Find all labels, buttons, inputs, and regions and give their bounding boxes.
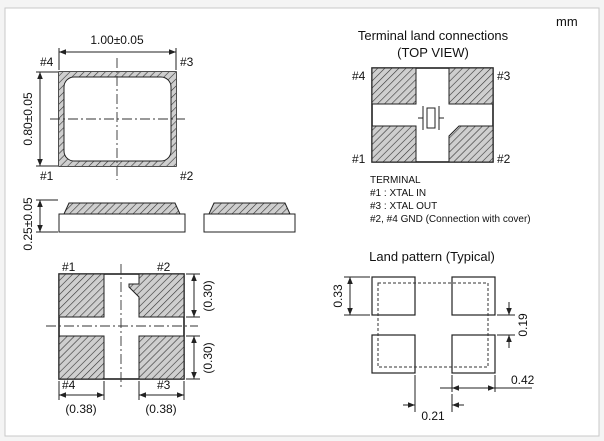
- terminal-pin-1: #1: [352, 152, 366, 166]
- bottom-pin-2: #2: [157, 260, 171, 274]
- terminal-legend-line: #3 : XTAL OUT: [370, 201, 437, 212]
- top-pin-1: #1: [40, 169, 54, 183]
- land-dim-gap-horizontal: 0.21: [421, 409, 445, 423]
- bottom-view: #1 #2 #4 #3 (0.30) (0.30) (0.38) (0.38): [46, 260, 215, 416]
- terminal-legend-line: #2, #4 GND (Connection with cover): [370, 214, 531, 225]
- land-pattern-title: Land pattern (Typical): [369, 249, 495, 264]
- bottom-pad-height-lower: (0.30): [201, 342, 215, 373]
- bottom-pad-3: [138, 335, 185, 380]
- top-height-dim: 0.80±0.05: [21, 92, 35, 146]
- terminal-title-line1: Terminal land connections: [358, 28, 509, 43]
- bottom-pad-2: [128, 273, 185, 318]
- side-view: 0.25±0.05: [21, 197, 296, 251]
- land-pattern: Land pattern (Typical) 0.33 0.19 0.42 0.…: [331, 249, 535, 423]
- crystal-symbol: [418, 106, 444, 130]
- land-dim-gap-vertical: 0.19: [516, 313, 530, 337]
- land-package-outline: [377, 282, 489, 368]
- top-view: 1.00±0.05 0.80±0.05 #4 #3 #1 #2: [21, 33, 194, 183]
- terminal-pad-1: [371, 125, 417, 163]
- bottom-pad-1: [58, 273, 105, 318]
- terminal-pad-4: [371, 67, 417, 105]
- top-pin-4: #4: [40, 55, 54, 69]
- top-pin-3: #3: [180, 55, 194, 69]
- terminal-title-line2: (TOP VIEW): [397, 45, 469, 60]
- terminal-pad-3: [448, 67, 494, 105]
- bottom-pad-width-left: (0.38): [65, 402, 96, 416]
- bottom-pad-width-right: (0.38): [145, 402, 176, 416]
- land-pad: [451, 334, 496, 374]
- side-height-dim: 0.25±0.05: [21, 197, 35, 251]
- bottom-pad-4: [58, 335, 105, 380]
- bottom-pin-1: #1: [62, 260, 76, 274]
- terminal-connections: Terminal land connections (TOP VIEW) #4 …: [352, 28, 531, 225]
- top-pin-2: #2: [180, 169, 194, 183]
- terminal-pin-4: #4: [352, 69, 366, 83]
- terminal-legend-line: #1 : XTAL IN: [370, 188, 426, 199]
- bottom-pin-3: #3: [157, 378, 171, 392]
- terminal-legend-title: TERMINAL: [370, 175, 421, 186]
- land-dim-pad-width: 0.42: [511, 373, 535, 387]
- top-width-dim: 1.00±0.05: [90, 33, 144, 47]
- bottom-pad-height-upper: (0.30): [201, 280, 215, 311]
- bottom-pin-4: #4: [62, 378, 76, 392]
- terminal-pin-2: #2: [497, 152, 511, 166]
- terminal-pad-2: [448, 125, 494, 163]
- unit-label: mm: [556, 14, 578, 29]
- land-dim-pad-height: 0.33: [331, 284, 345, 308]
- terminal-pin-3: #3: [497, 69, 511, 83]
